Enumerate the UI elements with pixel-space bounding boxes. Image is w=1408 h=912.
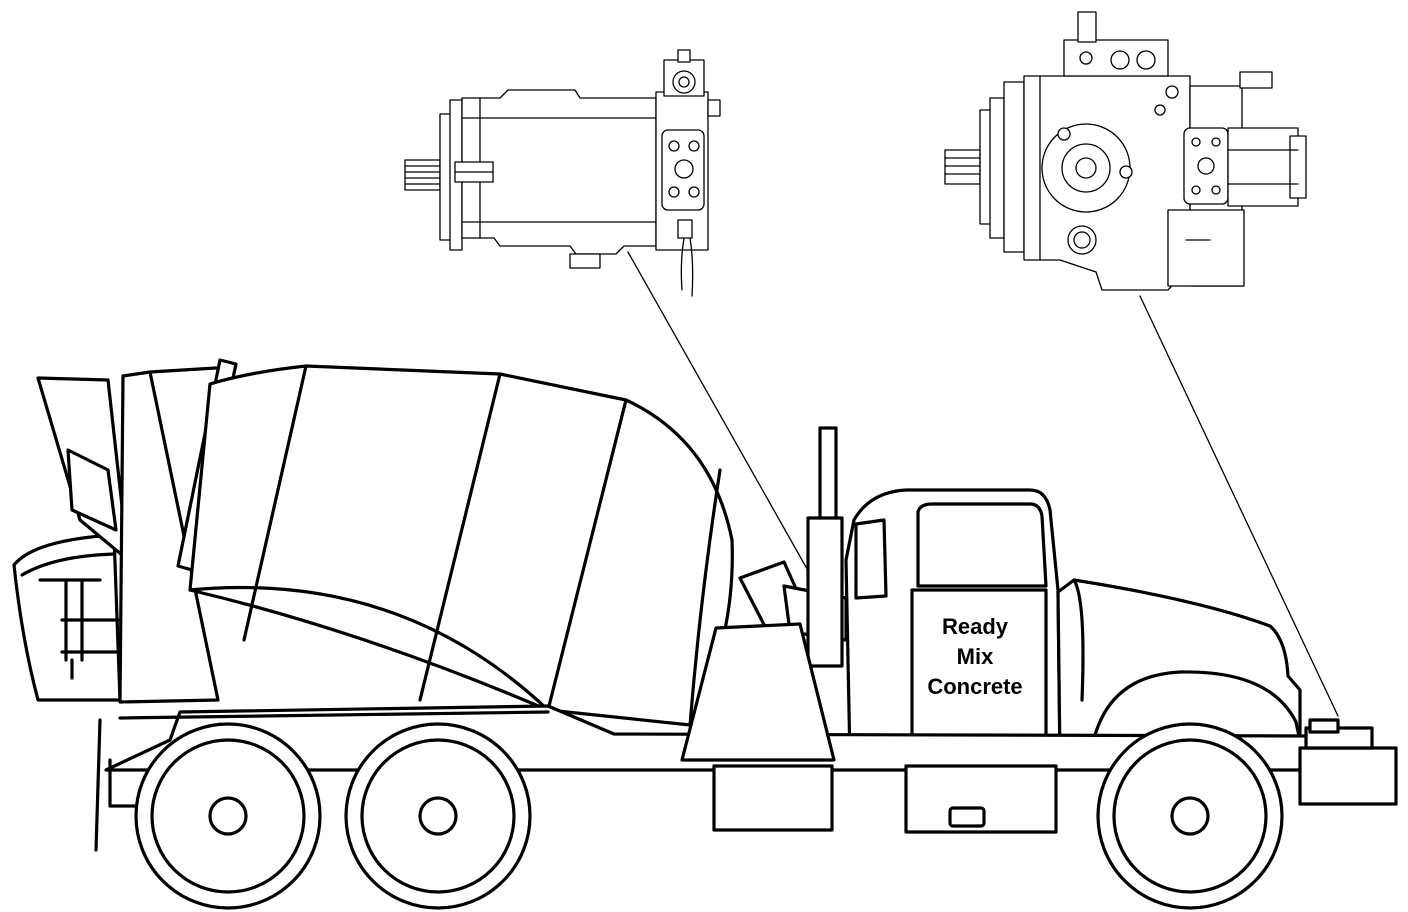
pump-leader-line xyxy=(1139,295,1339,717)
hydraulic-pump-icon xyxy=(944,11,1307,291)
wheel-rear-1 xyxy=(134,722,322,910)
door-label-line3: Concrete xyxy=(927,674,1022,699)
wheel-front xyxy=(1096,722,1284,910)
hydraulic-motor-icon xyxy=(404,49,721,297)
wheel-rear-2 xyxy=(344,722,532,910)
concrete-mixer-truck-icon: Ready Mix Concrete xyxy=(12,358,1398,910)
door-label-line1: Ready xyxy=(942,614,1009,639)
door-label-line2: Mix xyxy=(957,644,994,669)
motor-leader-line xyxy=(627,251,829,607)
